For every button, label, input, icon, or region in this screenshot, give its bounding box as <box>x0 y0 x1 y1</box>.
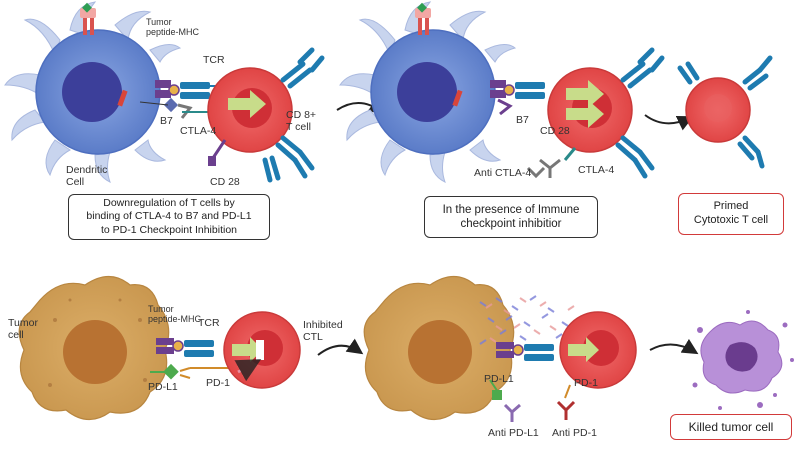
label-bottom-peptide-mhc-2: peptide-MHC <box>148 314 202 324</box>
arrow-bottom-1 <box>317 338 364 356</box>
label-dendritic-1: Dendritic <box>66 164 108 176</box>
tumor-cell-mid <box>363 275 515 421</box>
caption-line-1: In the presence of Immune <box>442 203 580 216</box>
label-cd8-2: T cell <box>286 121 311 133</box>
caption-line-1: Downregulation of T cells by <box>103 197 235 210</box>
caption-line-2: binding of CTLA-4 to B7 and PD-L1 <box>86 210 252 223</box>
label-cd28: CD 28 <box>210 176 240 188</box>
caption-line-1: Primed <box>713 200 749 213</box>
label-inhibited-1: Inhibited <box>303 319 343 331</box>
caption-line-2: Cytotoxic T cell <box>693 214 769 226</box>
label-bottom-tcr: TCR <box>198 317 220 329</box>
label-pd1: PD-1 <box>206 377 230 389</box>
label-anti-pd1: Anti PD-1 <box>552 427 597 439</box>
label-cd28-mid: CD 28 <box>540 125 570 137</box>
synapse-bottom-left <box>150 338 230 380</box>
label-ctla4: CTLA-4 <box>180 125 217 137</box>
caption-box-primed: Primed Cytotoxic T cell <box>678 193 784 235</box>
label-ctla4-mid: CTLA-4 <box>578 164 615 176</box>
label-cd8-1: CD 8+ <box>286 109 317 121</box>
caption-box-downregulation: Downregulation of T cells by binding of … <box>68 194 270 240</box>
synapse-bottom-mid <box>489 342 576 422</box>
label-pdl1-mid: PD-L1 <box>484 373 514 385</box>
label-inhibited-2: CTL <box>303 331 323 343</box>
cd8-tcell-mid <box>526 47 665 179</box>
synapse-top-mid <box>490 80 545 116</box>
label-b7: B7 <box>160 115 173 127</box>
caption-line-2: checkpoint inhibitior <box>460 218 562 230</box>
dendritic-cell-mid <box>339 1 517 183</box>
label-tumor-2: cell <box>8 329 24 341</box>
caption-killed-text: Killed tumor cell <box>688 419 774 434</box>
antibody-cloud <box>479 295 575 345</box>
label-pdl1: PD-L1 <box>148 381 178 393</box>
tumor-cell-left <box>18 275 170 421</box>
arrow-bottom-2 <box>649 338 699 355</box>
caption-line-3: to PD-1 Checkpoint Inhibition <box>101 223 237 236</box>
tcell-bottom-mid <box>559 311 637 389</box>
dendritic-cell-left <box>4 1 182 183</box>
label-pd1-mid: PD-1 <box>574 377 598 389</box>
label-anti-pdl1: Anti PD-L1 <box>488 427 539 439</box>
killed-tumor-cell <box>692 310 794 410</box>
arrow-top-2 <box>644 114 694 131</box>
label-tcr: TCR <box>203 54 225 66</box>
label-tumor-peptide-mhc-2: peptide-MHC <box>146 27 200 37</box>
cd8-tcell-left <box>207 47 325 183</box>
caption-box-checkpoint: In the presence of Immune checkpoint inh… <box>424 196 598 238</box>
label-bottom-peptide-mhc-1: Tumor <box>148 304 174 314</box>
synapse-top-left <box>139 80 226 119</box>
label-dendritic-2: Cell <box>66 176 85 188</box>
inhibited-ctl <box>223 311 301 389</box>
label-tumor-peptide-mhc-1: Tumor <box>146 17 172 27</box>
label-tumor-1: Tumor <box>8 317 38 329</box>
primed-tcell <box>677 55 773 169</box>
label-b7-mid: B7 <box>516 114 529 126</box>
caption-box-killed: Killed tumor cell <box>670 414 792 440</box>
label-anti-ctla4: Anti CTLA-4 <box>474 167 532 179</box>
